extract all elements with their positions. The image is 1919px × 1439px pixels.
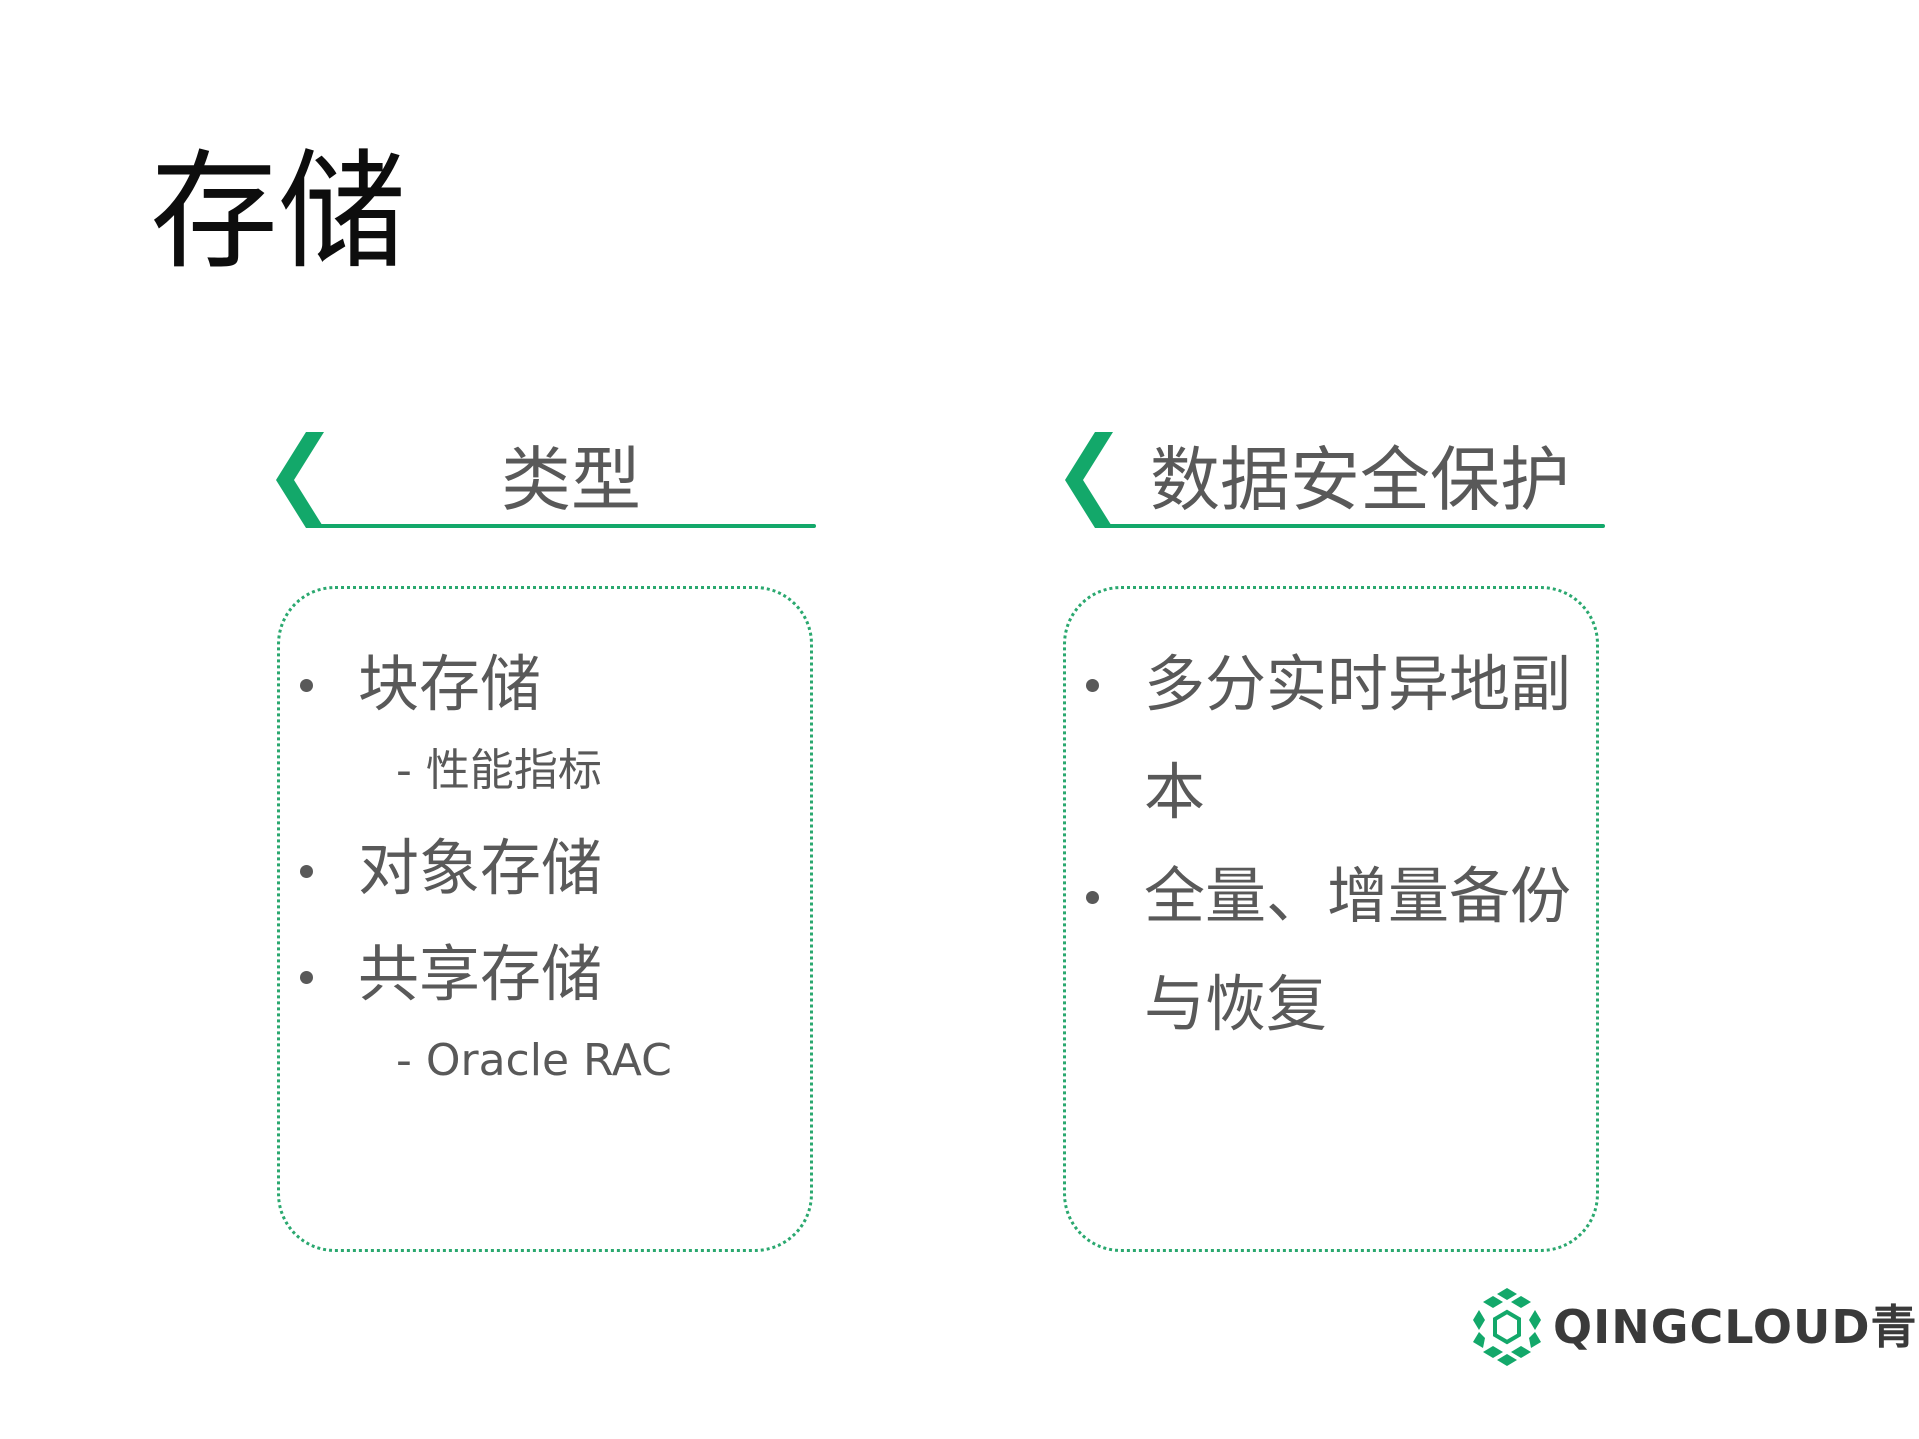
types-card: 块存储 - 性能指标 对象存储 共享存储 - Oracle RAC — [277, 586, 813, 1252]
section-header-label: 类型 — [501, 439, 641, 521]
list-subitem: - 性能指标 — [396, 745, 602, 796]
data-protection-card: 多分实时异地副 本 全量、增量备份 与恢复 — [1063, 586, 1599, 1252]
bullet-dot — [1086, 891, 1099, 904]
slide-title: 存储 — [150, 138, 407, 287]
section-header-label: 数据安全保护 — [1150, 439, 1570, 521]
qingcloud-logo: QINGCLOUD青云 — [1473, 1288, 1919, 1368]
list-item-continuation: 与恢复 — [1144, 969, 1328, 1040]
chevron-left-icon — [1065, 432, 1113, 528]
list-subitem: - Oracle RAC — [396, 1035, 672, 1086]
section-header-data-protection: 数据安全保护 — [1065, 420, 1605, 532]
list-item-continuation: 本 — [1144, 757, 1206, 828]
qingcloud-logo-icon — [1473, 1288, 1541, 1366]
list-item: 共享存储 — [358, 939, 603, 1010]
bullet-dot — [300, 679, 313, 692]
list-item: 全量、增量备份 — [1144, 861, 1572, 932]
bullet-dot — [300, 971, 313, 984]
section-header-types: 类型 — [276, 420, 816, 532]
list-item: 多分实时异地副 — [1144, 649, 1572, 720]
list-item: 块存储 — [358, 649, 542, 720]
chevron-left-icon — [276, 432, 324, 528]
section-header-underline — [316, 524, 816, 528]
bullet-dot — [300, 865, 313, 878]
list-item: 对象存储 — [358, 833, 603, 904]
bullet-dot — [1086, 679, 1099, 692]
section-header-underline — [1105, 524, 1605, 528]
logo-wordmark: QINGCLOUD青云 — [1553, 1300, 1919, 1354]
